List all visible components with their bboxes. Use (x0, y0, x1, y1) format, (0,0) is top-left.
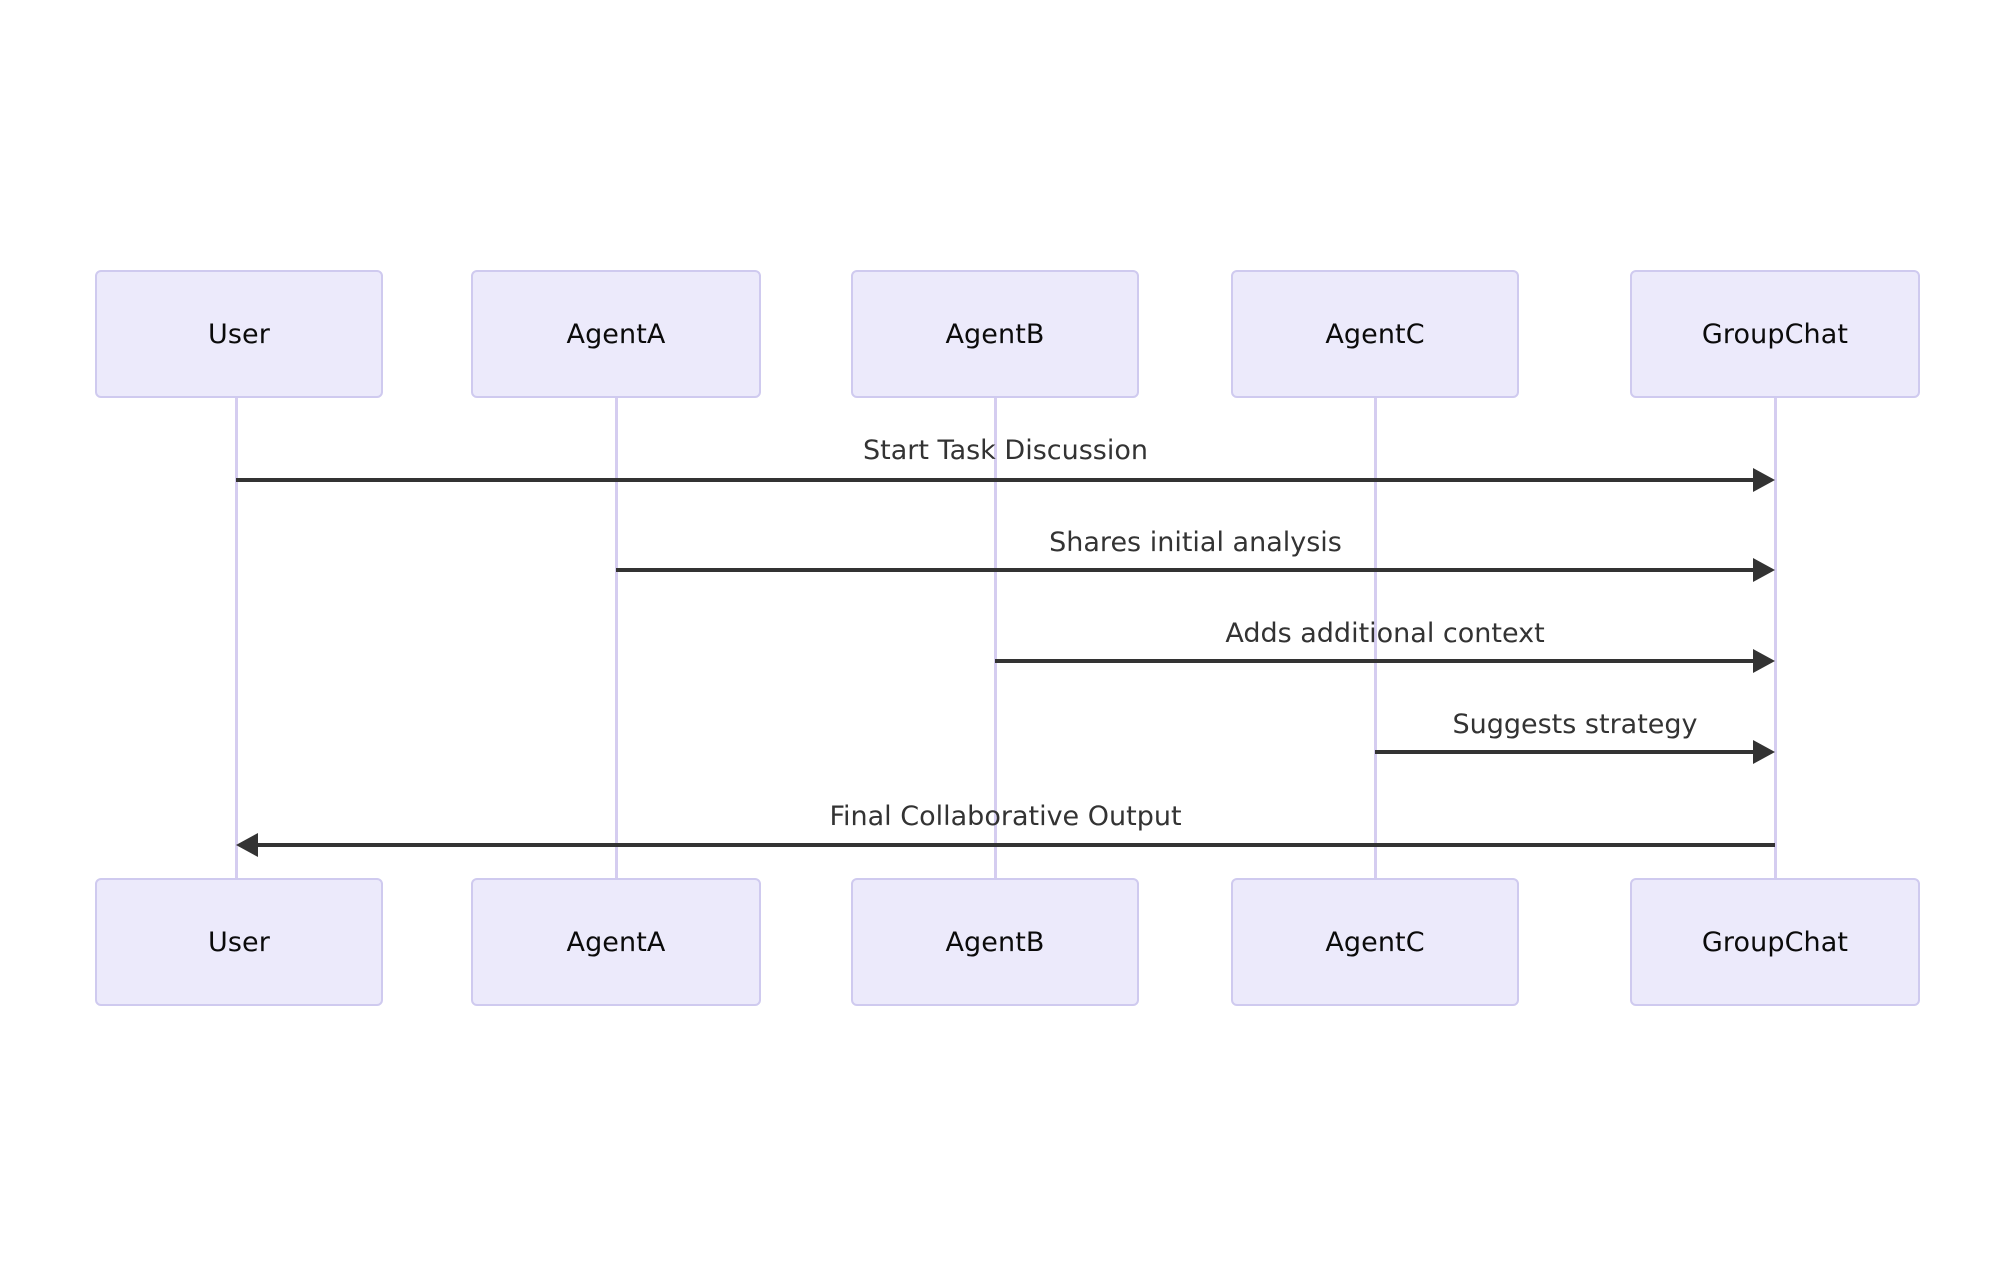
participant-label-agent_c: AgentC (1325, 926, 1425, 958)
arrow-head-m2 (1753, 558, 1775, 582)
participant-label-user: User (208, 926, 270, 958)
message-label-m4: Suggests strategy (1452, 709, 1698, 740)
participant-box-agent_c-footer[interactable]: AgentC (1231, 878, 1519, 1006)
arrow-head-m4 (1753, 740, 1775, 764)
participant-box-agent_c-header[interactable]: AgentC (1231, 270, 1519, 398)
message-label-m2: Shares initial analysis (1049, 527, 1342, 558)
arrow-head-m3 (1753, 649, 1775, 673)
message-label-m3: Adds additional context (1225, 618, 1545, 649)
participant-label-agent_b: AgentB (945, 318, 1045, 350)
message-line-m4 (1375, 750, 1757, 754)
participant-box-group_chat-footer[interactable]: GroupChat (1630, 878, 1920, 1006)
arrow-head-m1 (1753, 468, 1775, 492)
participant-label-agent_a: AgentA (566, 318, 666, 350)
participant-label-agent_c: AgentC (1325, 318, 1425, 350)
message-line-m2 (616, 568, 1757, 572)
lifeline-agent_c (1374, 398, 1377, 878)
participant-box-agent_b-header[interactable]: AgentB (851, 270, 1139, 398)
arrow-head-m5 (236, 833, 258, 857)
participant-label-agent_a: AgentA (566, 926, 666, 958)
participant-box-user-footer[interactable]: User (95, 878, 383, 1006)
participant-box-agent_a-header[interactable]: AgentA (471, 270, 761, 398)
participant-label-user: User (208, 318, 270, 350)
participant-label-group_chat: GroupChat (1701, 318, 1849, 350)
lifeline-agent_a (615, 398, 618, 878)
participant-box-agent_b-footer[interactable]: AgentB (851, 878, 1139, 1006)
lifeline-user (235, 398, 238, 878)
message-label-m1: Start Task Discussion (863, 435, 1148, 466)
lifeline-group_chat (1774, 398, 1777, 878)
participant-label-group_chat: GroupChat (1701, 926, 1849, 958)
lifeline-agent_b (994, 398, 997, 878)
participant-label-agent_b: AgentB (945, 926, 1045, 958)
message-line-m5 (254, 843, 1775, 847)
participant-box-user-header[interactable]: User (95, 270, 383, 398)
participant-box-group_chat-header[interactable]: GroupChat (1630, 270, 1920, 398)
message-label-m5: Final Collaborative Output (829, 801, 1182, 832)
participant-box-agent_a-footer[interactable]: AgentA (471, 878, 761, 1006)
